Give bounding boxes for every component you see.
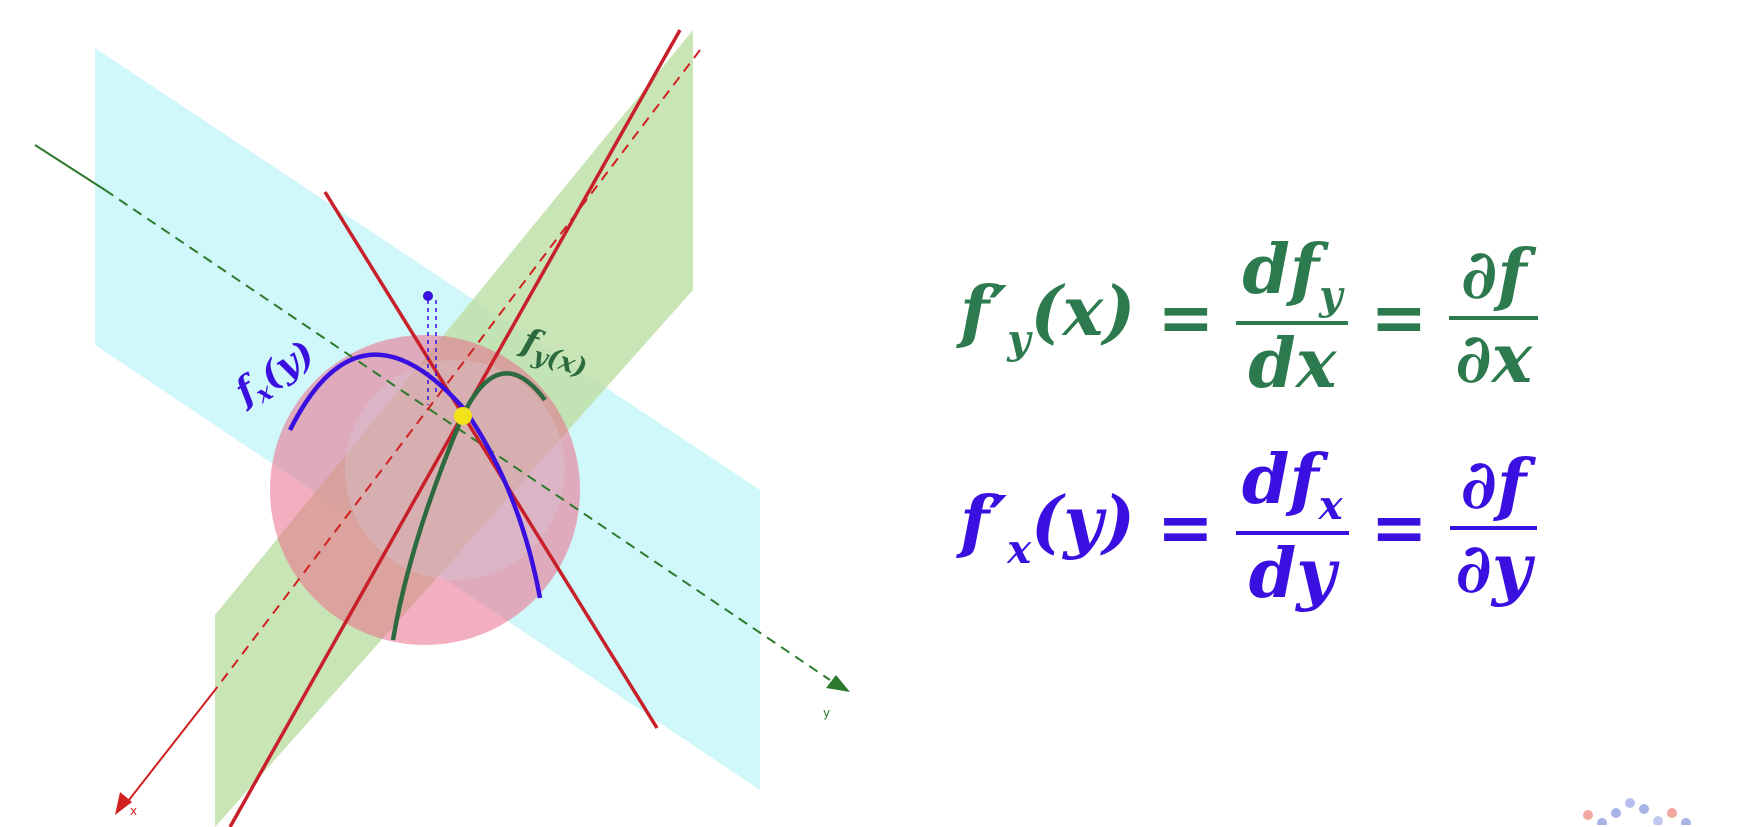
- brand-logo-icon: [1583, 798, 1691, 825]
- eq2-frac1-numerator: dfx: [1236, 444, 1349, 529]
- 3d-diagram: y x fx(y) fy(x): [34, 29, 850, 827]
- y-axis-line: [34, 144, 106, 191]
- eq2-frac2-denominator: ∂y: [1455, 528, 1532, 609]
- eq1-equals-2: =: [1370, 277, 1428, 358]
- paraboloid-surface-shade: [345, 360, 565, 580]
- eq1-frac1-numerator: dfy: [1236, 234, 1348, 319]
- eq1-frac2-denominator: ∂x: [1455, 318, 1533, 399]
- eq2-fraction-1: dfx dy: [1235, 444, 1349, 614]
- eq1-lhs-arg: (x): [1030, 272, 1136, 353]
- eq1-frac1-bar: [1236, 321, 1349, 325]
- eq1-equals-1: =: [1157, 277, 1215, 358]
- axis-y-label: y: [823, 706, 830, 720]
- eq2-frac1-num-base: df: [1241, 440, 1319, 520]
- green-curve: [390, 371, 547, 641]
- eq2-fraction-2: ∂f ∂y: [1449, 445, 1538, 609]
- x-axis-line: [124, 689, 216, 806]
- eq1-frac2-numerator: ∂f: [1461, 235, 1527, 316]
- eq2-frac1-denominator: dy: [1248, 534, 1336, 614]
- eq1-frac1-num-base: df: [1242, 230, 1320, 310]
- z-axis-tip: [423, 291, 433, 301]
- y-axis-dashed: [104, 189, 831, 681]
- eq2-equals-1: =: [1156, 487, 1214, 568]
- eq1-fraction-1: dfy dx: [1236, 234, 1349, 404]
- x-axis-arrow: [115, 792, 132, 815]
- eq2-frac2-bar: [1449, 525, 1538, 530]
- eq1-lhs-sub: y: [1007, 316, 1031, 364]
- paraboloid-surface: [270, 335, 580, 645]
- eq1-frac1-denominator: dx: [1248, 324, 1337, 404]
- equation-2-lhs: f′x(y): [960, 482, 1135, 573]
- eq2-lhs-base: f′: [960, 482, 1008, 563]
- equation-row-2: f′x(y) = dfx dy = ∂f ∂y: [960, 444, 1538, 614]
- x-axis-dashed: [214, 49, 701, 691]
- eq1-frac1-num-sub: y: [1319, 272, 1343, 319]
- eq1-frac2-bar: [1449, 315, 1539, 320]
- eq2-frac1-bar: [1235, 531, 1349, 535]
- eq2-lhs-sub: x: [1007, 526, 1032, 574]
- eq2-frac1-num-sub: x: [1318, 482, 1343, 529]
- y-axis-arrow: [826, 675, 850, 692]
- eq1-lhs-base: f′: [960, 272, 1008, 353]
- tangent-point: [454, 407, 472, 425]
- equation-row-1: f′y(x) = dfy dx = ∂f ∂x: [960, 234, 1539, 404]
- equation-1-lhs: f′y(x): [960, 272, 1135, 363]
- eq1-fraction-2: ∂f ∂x: [1449, 235, 1539, 399]
- eq2-equals-2: =: [1370, 487, 1428, 568]
- eq2-frac2-numerator: ∂f: [1460, 445, 1527, 526]
- tangent-line-2: [323, 191, 659, 729]
- eq2-lhs-arg: (y): [1031, 482, 1135, 563]
- axis-x-label: x: [130, 804, 137, 818]
